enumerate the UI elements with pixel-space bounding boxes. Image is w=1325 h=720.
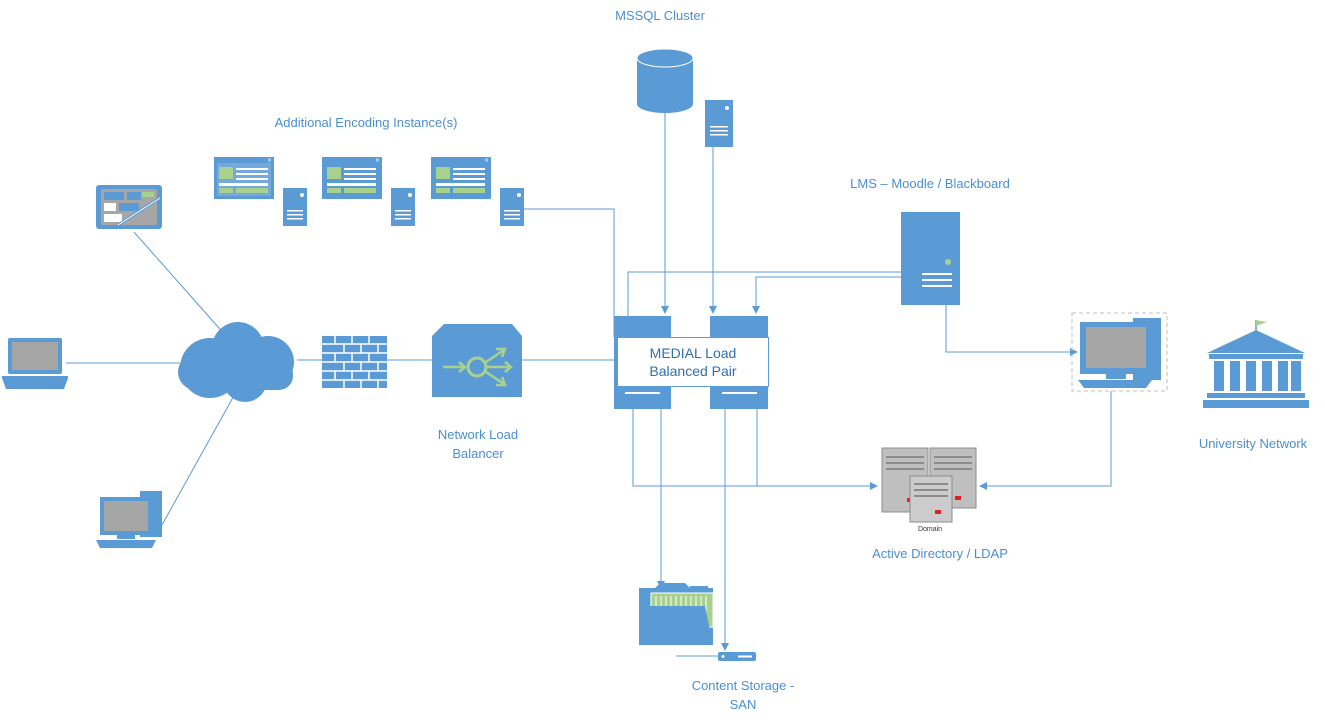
connectors — [66, 113, 1112, 657]
svg-text:×: × — [267, 157, 272, 164]
tablet-icon — [96, 185, 162, 229]
nlb-label-line2: Balancer — [452, 446, 504, 461]
connector-lms-medial-b — [752, 276, 901, 314]
laptop-icon — [2, 338, 68, 389]
encoding-window-3: × — [431, 157, 491, 199]
connector-pc-ad — [979, 391, 1112, 490]
storage-label-line2: SAN — [729, 697, 757, 712]
connector-lms-medial — [627, 271, 901, 316]
connector-encoding-medial — [523, 208, 615, 337]
university-building-icon — [1203, 320, 1309, 408]
san-device-icon — [718, 652, 756, 661]
encoding-server-1 — [283, 188, 307, 226]
connector-lms-university-pc — [945, 305, 1078, 356]
connector-tablet-cloud — [133, 231, 227, 337]
ad-server-front — [909, 475, 953, 523]
folder-icon — [639, 583, 714, 645]
encoding-instances-label: Additional Encoding Instance(s) — [274, 115, 458, 130]
active-directory-label: Active Directory / LDAP — [872, 546, 1008, 561]
svg-text:×: × — [484, 157, 489, 164]
nlb-label-line1: Network Load — [437, 427, 519, 442]
encoding-window-1: × — [214, 157, 274, 199]
encoding-window-2: × — [322, 157, 382, 199]
mssql-cluster-label: MSSQL Cluster — [615, 8, 705, 23]
lms-server-icon — [901, 212, 960, 305]
ad-server-icon — [881, 447, 977, 523]
encoding-server-2 — [391, 188, 415, 226]
encoding-server-3 — [500, 188, 524, 226]
desktop-icon — [96, 491, 162, 548]
load-balancer-icon — [432, 324, 522, 397]
university-network-label: University Network — [1198, 436, 1308, 451]
mssql-server-icon — [705, 100, 733, 147]
cloud-icon — [178, 322, 294, 402]
connector-medial-ad — [632, 409, 878, 490]
connector-desktop-cloud — [161, 391, 237, 526]
firewall-icon — [322, 336, 387, 388]
medial-label-line1: MEDIAL Load — [649, 345, 737, 361]
lms-label: LMS – Moodle / Blackboard — [850, 176, 1010, 191]
university-pc-icon — [1071, 312, 1168, 392]
content-storage-label: Content Storage - SAN — [670, 676, 816, 714]
database-icon — [636, 48, 694, 113]
storage-label-line1: Content Storage - — [691, 678, 795, 693]
medial-load-balanced-pair-label: MEDIAL Load Balanced Pair — [617, 337, 769, 387]
domain-label: Domain — [918, 526, 942, 533]
network-load-balancer-label: Network Load Balancer — [412, 425, 544, 463]
medial-label-line2: Balanced Pair — [649, 363, 737, 379]
svg-text:×: × — [375, 157, 380, 164]
